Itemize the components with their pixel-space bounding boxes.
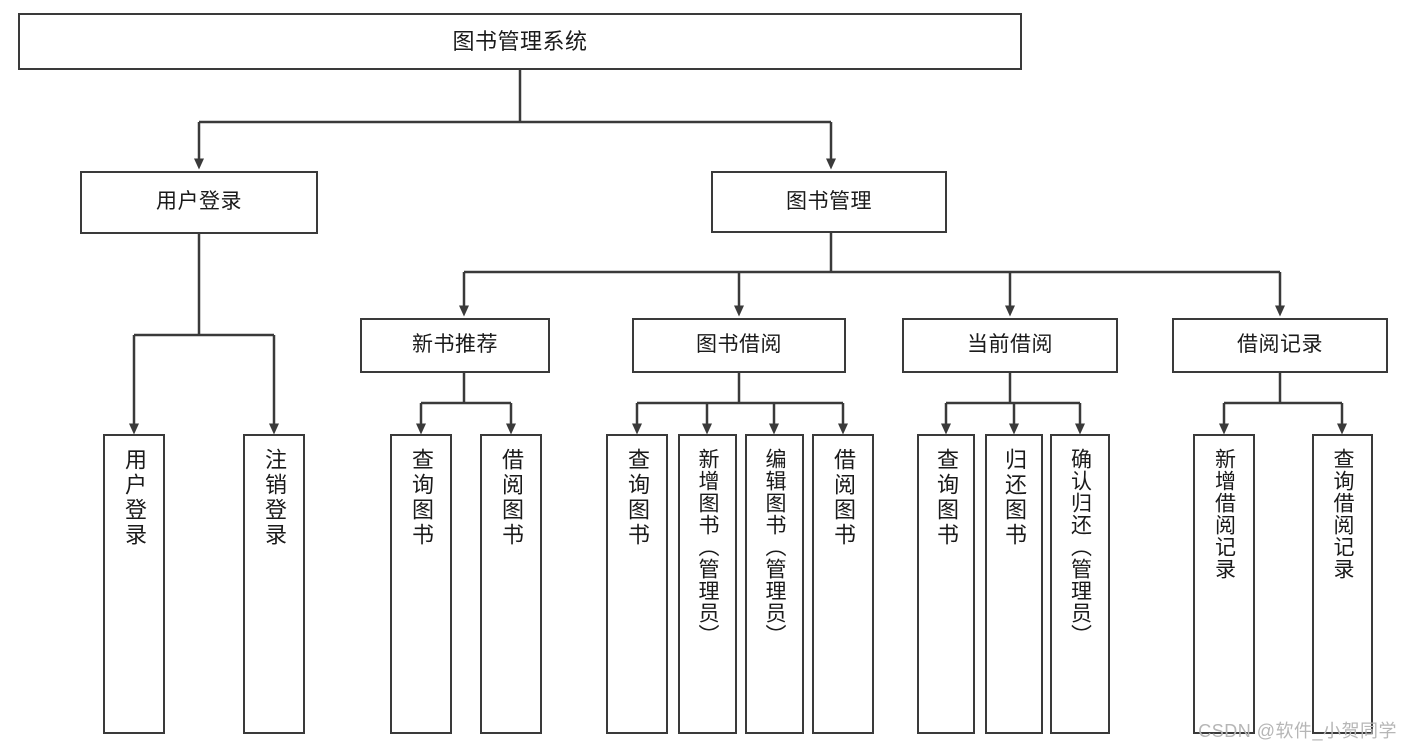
node-label: 图书管理 [786, 189, 872, 213]
leaf-add-book-admin[interactable]: 新增图书（管理员） [678, 434, 737, 734]
node-label: 查询图书 [409, 448, 434, 548]
watermark: CSDN @软件_小贺同学 [1198, 721, 1397, 741]
leaf-query-borrow-record[interactable]: 查询借阅记录 [1312, 434, 1373, 734]
leaf-query-book-current[interactable]: 查询图书 [917, 434, 975, 734]
node-root-system[interactable]: 图书管理系统 [18, 13, 1022, 70]
leaf-query-book-recommend[interactable]: 查询图书 [390, 434, 452, 734]
node-label: 编辑图书（管理员） [763, 448, 786, 646]
leaf-user-login[interactable]: 用户登录 [103, 434, 165, 734]
node-book-borrow[interactable]: 图书借阅 [632, 318, 846, 373]
node-label: 借阅记录 [1237, 333, 1323, 357]
node-label: 借阅图书 [499, 448, 524, 548]
leaf-add-borrow-record[interactable]: 新增借阅记录 [1193, 434, 1255, 734]
node-label: 归还图书 [1002, 448, 1027, 548]
node-label: 注销登录 [262, 448, 287, 548]
leaf-query-book-borrow[interactable]: 查询图书 [606, 434, 668, 734]
leaf-edit-book-admin[interactable]: 编辑图书（管理员） [745, 434, 804, 734]
node-label: 用户登录 [122, 448, 147, 548]
node-label: 查询图书 [625, 448, 650, 548]
leaf-return-book[interactable]: 归还图书 [985, 434, 1043, 734]
node-label: 新增借阅记录 [1212, 448, 1236, 580]
node-borrow-record[interactable]: 借阅记录 [1172, 318, 1388, 373]
node-label: 查询图书 [934, 448, 959, 548]
node-label: 查询借阅记录 [1331, 448, 1354, 580]
node-label: 图书借阅 [696, 333, 782, 357]
leaf-logout[interactable]: 注销登录 [243, 434, 305, 734]
node-label: 新增图书（管理员） [696, 448, 719, 646]
node-label: 借阅图书 [831, 448, 856, 548]
node-new-book-recommend[interactable]: 新书推荐 [360, 318, 550, 373]
node-user-login[interactable]: 用户登录 [80, 171, 318, 234]
leaf-borrow-book-recommend[interactable]: 借阅图书 [480, 434, 542, 734]
node-label: 新书推荐 [412, 333, 498, 357]
leaf-borrow-book[interactable]: 借阅图书 [812, 434, 874, 734]
node-current-borrow[interactable]: 当前借阅 [902, 318, 1118, 373]
leaf-confirm-return-admin[interactable]: 确认归还（管理员） [1050, 434, 1110, 734]
node-label: 图书管理系统 [452, 28, 588, 54]
node-book-management[interactable]: 图书管理 [711, 171, 947, 233]
node-label: 当前借阅 [967, 333, 1053, 357]
node-label: 用户登录 [156, 190, 242, 214]
node-label: 确认归还（管理员） [1068, 448, 1092, 646]
